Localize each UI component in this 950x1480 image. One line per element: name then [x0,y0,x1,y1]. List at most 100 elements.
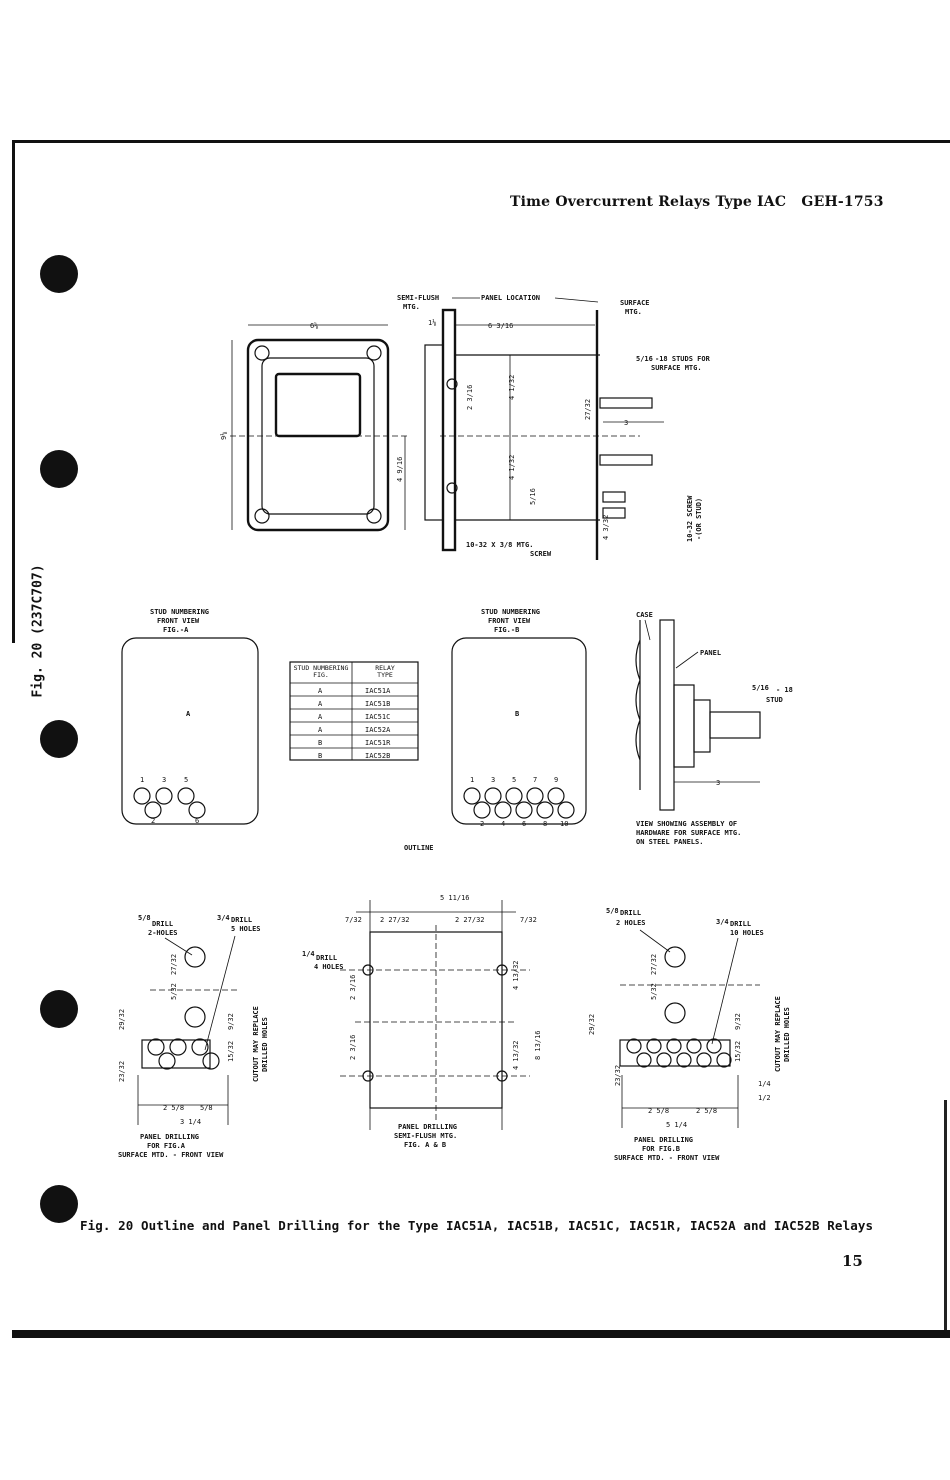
drill-b-drill-1: DRILL [620,909,641,917]
stud-a-num-5: 5 [184,776,188,784]
table-header-stud-text: STUD NUMBERING FIG. [293,664,349,679]
label-screw-or-stud-1: 10-32 SCREW [686,495,694,542]
stud-b-stud-4 [494,801,512,819]
stud-b-num-3: 3 [491,776,495,784]
panel-drilling-a: 5/8 DRILL 2-HOLES 3/4 DRILL 5 HOLES 2 5/… [118,914,269,1159]
stud-b-line1: STUD NUMBERING [481,608,540,616]
drill-b-hole-2 [636,1052,652,1068]
stud-a-line2: FRONT VIEW [157,617,200,625]
drill-b-cap-1: PANEL DRILLING [634,1136,693,1144]
hw-stud [709,711,761,739]
drill-a-holes-1: 2-HOLES [148,929,178,937]
drill-a-leader-1 [164,937,193,956]
drill-a-hole-3 [169,1038,187,1056]
drill-b-holes-1: 2 HOLES [616,919,646,927]
hw-panel [659,619,675,811]
drill-b-dim-2-5-8-left: 2 5/8 [648,1107,669,1115]
drill-b-hole-9 [706,1038,722,1054]
drill-b-dim-15-32: 15/32 [734,1041,742,1062]
drill-b-hole-1 [626,1038,642,1054]
dim-half-height-text: 4 9/16 [396,457,404,482]
hw-case-wall [635,620,641,790]
drill-a-leader-2 [204,935,236,1051]
drill-b-frac-2: 3/4 [716,918,729,926]
table-row-1-fig: A [318,687,323,695]
drill-b-hole-10 [716,1052,732,1068]
label-semi-flush-mtg: MTG. [403,303,420,311]
drill-a-cutout-2: DRILLED HOLES [261,1017,269,1072]
stud-a-num-1: 1 [140,776,144,784]
mid-dim-8-13-16: 8 13/16 [534,1030,542,1060]
mid-frac: 1/4 [302,950,315,958]
dim-27-32-text: 27/32 [584,399,592,420]
side-panel [441,308,457,552]
drill-b-cap-2: FOR FIG.B [642,1145,680,1153]
table-border [289,661,419,761]
stud-b-stud-7 [526,787,544,805]
drill-b-dim-9-32: 9/32 [734,1013,742,1030]
corner-screw-tl [254,345,270,361]
hw-stud-label: STUD [766,696,783,704]
drill-a-dim-23-32: 23/32 [118,1061,126,1082]
corner-screw-br [366,508,382,524]
label-surface-mtg: MTG. [625,308,642,316]
bottom-rule [12,1330,950,1338]
stud-a-case [121,637,259,825]
stud-b-stud-2 [473,801,491,819]
stud-a-stud-3 [155,787,173,805]
stud-b-num-4: 4 [501,820,505,828]
stud-a-stud-6 [188,801,206,819]
drill-a-cap-1: PANEL DRILLING [140,1133,199,1141]
stud-b-letter: B [515,710,519,718]
hw-stud-frac: 5/16 [752,684,769,692]
stud-view-a: STUD NUMBERING FRONT VIEW FIG.-A A 1 3 5… [121,608,259,825]
screw-upper [602,491,626,503]
table-row-3-fig: A [318,713,323,721]
drill-b-mtg-hole-bottom [664,1002,686,1024]
drill-b-hole-3 [646,1038,662,1054]
drill-a-dim-5-32: 5/32 [170,983,178,1000]
label-surface: SURFACE [620,299,650,307]
table-row-2-type: IAC51B [365,700,390,708]
hw-case-label: CASE [636,611,653,619]
hw-dim-3-text: 3 [716,779,720,787]
stud-a-letter: A [186,710,191,718]
label-studs-note-1b: -18 STUDS FOR [655,355,711,363]
stud-b-stud-8 [536,801,554,819]
stud-a-stud-5 [177,787,195,805]
stud-b-stud-10 [557,801,575,819]
drill-b-dim-1-4: 1/4 [758,1080,771,1088]
table-header-type: RELAY TYPE [375,664,395,679]
drill-a-dim-3-1-4: 3 1/4 [180,1118,201,1126]
label-screw-note-2: SCREW [530,550,552,558]
stud-b-num-5: 5 [512,776,516,784]
label-panel-location: PANEL LOCATION [481,294,540,302]
drill-b-holes-2: 10 HOLES [730,929,764,937]
hw-panel-leader [675,651,699,669]
dim-hole-text: 2 3/16 [466,385,474,410]
stud-b-num-2: 2 [480,820,484,828]
drill-a-drill-1: DRILL [152,920,173,928]
drill-b-frac-1: 5/8 [606,907,619,915]
mid-drill: DRILL [316,954,337,962]
screw-lower [602,507,626,519]
drill-b-dim-1-2: 1/2 [758,1094,771,1102]
table-row-6-fig: B [318,752,322,760]
table-header-type-text: RELAY TYPE [375,664,395,679]
stud-upper [599,397,653,409]
leader-panel-right [554,297,599,303]
page-border [12,140,950,643]
stud-b-num-9: 9 [554,776,558,784]
drill-a-mtg-hole-bottom [184,1006,206,1028]
stud-b-stud-9 [547,787,565,805]
header-doc-code: GEH-1753 [801,194,884,210]
front-frame [246,338,390,532]
stud-a-line1: STUD NUMBERING [150,608,209,616]
drill-a-hole-2 [158,1052,176,1070]
dim-upper-text: 4 1/32 [508,375,516,400]
drill-b-dim-5-1-4: 5 1/4 [666,1121,687,1129]
drill-a-drill-2: DRILL [231,916,252,924]
drill-a-dim-29-32: 29/32 [118,1009,126,1030]
stud-lower [599,454,653,466]
